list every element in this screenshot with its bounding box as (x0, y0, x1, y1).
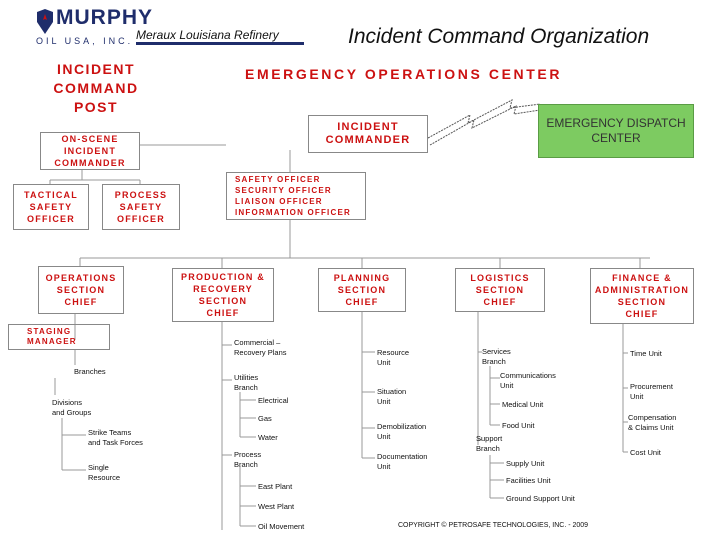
prod-water: Water (258, 433, 278, 442)
ops-branches: Branches (74, 367, 106, 376)
tactical-safety-label: TACTICAL SAFETY OFFICER (24, 190, 78, 224)
prod-west-plant: West Plant (258, 502, 295, 511)
log-support-branch: Support Branch (476, 434, 503, 453)
fin-compensation-unit: Compensation & Claims Unit (628, 413, 677, 432)
production-chief-box: PRODUCTION & RECOVERY SECTION CHIEF (172, 268, 274, 322)
officers-label: SAFETY OFFICER SECURITY OFFICER LIAISON … (235, 175, 351, 217)
plan-documentation-unit: Documentation Unit (377, 452, 428, 471)
process-safety-label: PROCESS SAFETY OFFICER (114, 190, 168, 224)
log-supply-unit: Supply Unit (506, 459, 545, 468)
ops-divisions: Divisions and Groups (52, 398, 92, 417)
title-underline (136, 42, 304, 45)
log-services-branch: Services Branch (482, 347, 511, 366)
operations-chief-label: OPERATIONS SECTION CHIEF (45, 273, 117, 307)
log-food-unit: Food Unit (502, 421, 535, 430)
plan-demobilization-unit: Demobilization Unit (377, 422, 427, 441)
logo-text: MURPHY (56, 6, 154, 29)
fin-procurement-unit: Procurement Unit (630, 382, 673, 401)
log-medical-unit: Medical Unit (502, 400, 544, 409)
refinery-name: Meraux Louisiana Refinery (136, 28, 279, 42)
planning-chief-label: PLANNING SECTION CHIEF (333, 273, 391, 307)
finance-chief-box: FINANCE & ADMINISTRATION SECTION CHIEF (590, 268, 694, 324)
prod-east-plant: East Plant (258, 482, 293, 491)
copyright-notice: COPYRIGHT © PETROSAFE TECHNOLOGIES, INC.… (398, 522, 589, 529)
staging-manager-box: STAGING MANAGER (8, 324, 110, 350)
onscene-commander-label: ON-SCENE INCIDENT COMMANDER (54, 134, 126, 168)
prod-electrical: Electrical (258, 396, 289, 405)
staging-manager-label: STAGING MANAGER (27, 327, 77, 346)
prod-gas: Gas (258, 414, 272, 423)
logistics-chief-box: LOGISTICS SECTION CHIEF (455, 268, 545, 312)
emergency-dispatch-box: EMERGENCY DISPATCH CENTER (538, 104, 694, 158)
prod-utilities: Utilities Branch (234, 373, 259, 392)
logo-subtext: OIL USA, INC. (36, 36, 134, 46)
prod-commercial: Commercial – Recovery Plans (234, 338, 287, 357)
log-ground-support-unit: Ground Support Unit (506, 494, 575, 503)
prod-oil-movement: Oil Movement (258, 522, 305, 531)
plan-situation-unit: Situation Unit (377, 387, 407, 406)
fin-cost-unit: Cost Unit (630, 448, 661, 457)
page-title: Incident Command Organization (348, 25, 650, 48)
plan-resource-unit: Resource Unit (377, 348, 410, 367)
officers-box: SAFETY OFFICER SECURITY OFFICER LIAISON … (226, 172, 366, 220)
process-safety-box: PROCESS SAFETY OFFICER (102, 184, 180, 230)
fin-time-unit: Time Unit (630, 349, 662, 358)
operations-chief-box: OPERATIONS SECTION CHIEF (38, 266, 124, 314)
onscene-commander-box: ON-SCENE INCIDENT COMMANDER (40, 132, 140, 170)
incident-commander-label: INCIDENT COMMANDER (325, 121, 411, 146)
prod-process-branch: Process Branch (234, 450, 262, 469)
logo-emblem-icon (37, 9, 53, 34)
incident-command-post-title: INCIDENT COMMAND POST (53, 61, 139, 115)
ops-single-resource: Single Resource (88, 463, 121, 482)
eoc-title: EMERGENCY OPERATIONS CENTER (245, 66, 563, 82)
planning-chief-box: PLANNING SECTION CHIEF (318, 268, 406, 312)
tactical-safety-box: TACTICAL SAFETY OFFICER (13, 184, 89, 230)
log-facilities-unit: Facilities Unit (506, 476, 551, 485)
murphy-logo: MURPHY OIL USA, INC. (34, 6, 152, 50)
ops-strike-teams: Strike Teams and Task Forces (88, 428, 143, 447)
emergency-dispatch-label: EMERGENCY DISPATCH CENTER (546, 116, 686, 145)
incident-commander-box: INCIDENT COMMANDER (308, 115, 428, 153)
production-chief-label: PRODUCTION & RECOVERY SECTION CHIEF (181, 272, 265, 318)
log-communications-unit: Communications Unit (500, 371, 556, 390)
finance-chief-label: FINANCE & ADMINISTRATION SECTION CHIEF (594, 273, 690, 319)
logistics-chief-label: LOGISTICS SECTION CHIEF (470, 273, 530, 307)
